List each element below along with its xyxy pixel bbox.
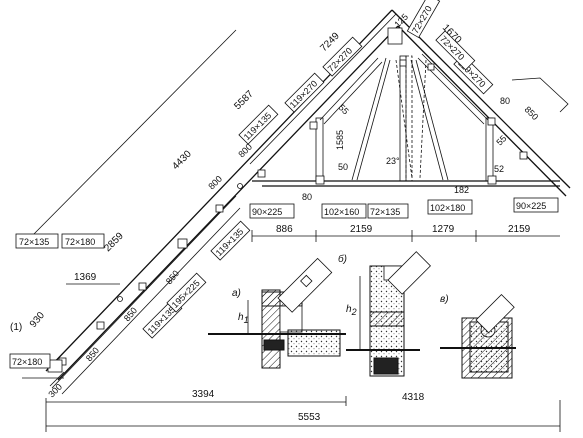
dim-1369: 1369 xyxy=(74,272,97,283)
section-102x180: 102×180 xyxy=(430,203,465,213)
dim-55a: 55 xyxy=(337,102,351,116)
detail-v: в) xyxy=(440,293,516,379)
section-119x135-c: 119×135 xyxy=(146,304,178,336)
dim-125: 125 xyxy=(392,12,410,30)
section-119x270-a: 119×270 xyxy=(288,78,320,110)
section-119x135-b: 119×135 xyxy=(214,226,246,258)
detail-b-h2: h2 xyxy=(346,304,357,317)
strut-left-a xyxy=(319,57,379,121)
dim-80a: 80 xyxy=(302,192,312,202)
section-72x180-a: 72×180 xyxy=(65,237,95,247)
rafter-connectors xyxy=(58,59,528,366)
dim-2159b: 2159 xyxy=(508,224,531,235)
right-rafter-outer xyxy=(391,9,571,189)
dim-182: 182 xyxy=(454,185,469,195)
dim-4430: 4430 xyxy=(170,148,194,172)
dim-2159a: 2159 xyxy=(350,224,373,235)
post-center-left xyxy=(399,55,407,182)
dim-3394: 3394 xyxy=(192,389,215,400)
dim-300: 300 xyxy=(46,382,64,400)
strut-right-b xyxy=(415,59,449,181)
dim-4318: 4318 xyxy=(402,392,425,403)
dim-50a: 50 xyxy=(338,162,348,172)
post-center-right xyxy=(405,55,413,182)
left-rafter-inner xyxy=(57,25,399,381)
detail-a: а) h1 xyxy=(208,257,346,369)
detail-v-label: в) xyxy=(440,294,449,305)
dim-850b: 850 xyxy=(122,305,139,323)
angle-label: 23° xyxy=(386,156,400,166)
section-72x135-a: 72×135 xyxy=(19,237,49,247)
dimension-lines xyxy=(27,13,561,432)
roof-truss-frame xyxy=(22,9,571,395)
dim-850d: 850 xyxy=(523,104,541,122)
section-90x225-b: 90×225 xyxy=(516,201,546,211)
section-90x225-a: 90×225 xyxy=(252,207,282,217)
section-72x180-b: 72×180 xyxy=(12,357,42,367)
dim-930: 930 xyxy=(28,310,47,330)
dim-1279: 1279 xyxy=(432,224,455,235)
dim-52: 52 xyxy=(494,164,504,174)
dim-886: 886 xyxy=(276,224,293,235)
dim-1585: 1585 xyxy=(335,130,345,150)
dim-5553: 5553 xyxy=(298,412,321,423)
dim-7249: 7249 xyxy=(318,30,342,54)
dim-5587: 5587 xyxy=(232,88,256,112)
detail-b-label: б) xyxy=(338,253,347,265)
dim-850c: 850 xyxy=(164,268,181,286)
section-72x135-b: 72×135 xyxy=(370,207,400,217)
dim-2859: 2859 xyxy=(102,230,126,254)
section-195x225: 195×225 xyxy=(170,278,202,310)
section-119x135-a: 119×135 xyxy=(242,110,274,142)
post-right xyxy=(485,117,494,182)
left-secondary-rafter xyxy=(51,195,237,389)
strut-left-b xyxy=(351,57,387,181)
section-102x160: 102×160 xyxy=(324,207,359,217)
marker-1: (1) xyxy=(10,322,22,333)
detail-a-h1: h1 xyxy=(238,312,249,325)
dim-80b: 80 xyxy=(500,96,510,106)
detail-b: б) h2 xyxy=(338,251,431,377)
detail-a-label: а) xyxy=(232,288,241,299)
dim-850a: 850 xyxy=(84,345,101,363)
right-rafter-inner xyxy=(397,25,567,197)
